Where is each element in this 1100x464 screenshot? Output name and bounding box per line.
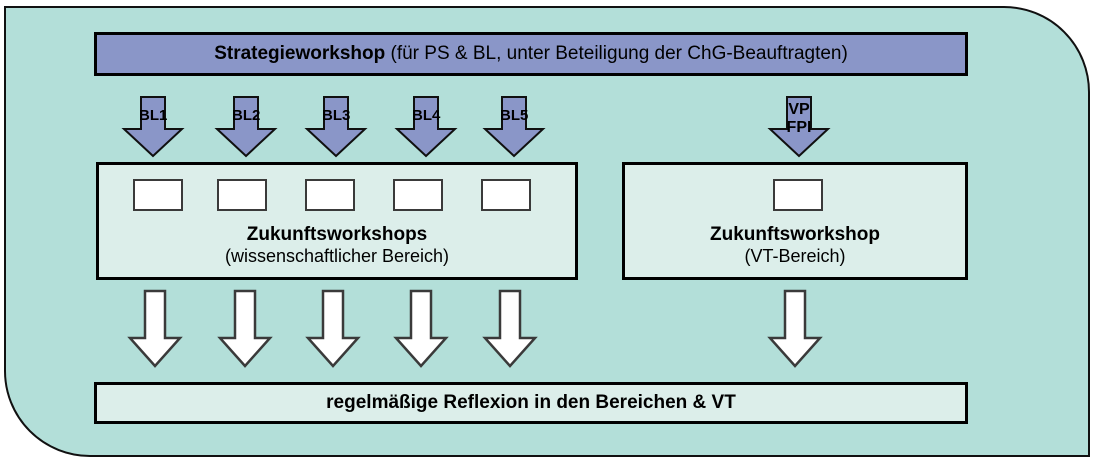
zukunftsworkshops-wissenschaftlicher-bereich-box: Zukunftsworkshops (wissenschaftlicher Be… [96, 162, 578, 280]
arrow-reflection-1 [127, 289, 183, 368]
arrow-reflection-vt [767, 289, 823, 368]
zukunftsworkshop-vt-bereich-box: Zukunftsworkshop (VT-Bereich) [622, 162, 968, 280]
workshop-card-3 [305, 179, 355, 211]
vt-workshop-card-1 [773, 179, 823, 211]
left-workshop-caption: Zukunftsworkshops (wissenschaftlicher Be… [99, 223, 575, 268]
arrow-bl2: BL2 [214, 96, 278, 158]
arrow-bl1: BL1 [121, 96, 185, 158]
arrow-bl5: BL5 [482, 96, 546, 158]
strategieworkshop-label: Strategieworkshop (für PS & BL, unter Be… [214, 43, 848, 65]
arrow-bl3: BL3 [304, 96, 368, 158]
arrow-reflection-3 [305, 289, 361, 368]
arrow-reflection-4 [393, 289, 449, 368]
workshop-card-5 [481, 179, 531, 211]
left-workshop-title: Zukunftsworkshops [246, 224, 428, 245]
left-workshop-subtitle: (wissenschaftlicher Bereich) [224, 246, 450, 267]
right-workshop-subtitle: (VT-Bereich) [744, 246, 846, 267]
arrow-reflection-2 [217, 289, 273, 368]
right-workshop-caption: Zukunftsworkshop (VT-Bereich) [625, 223, 965, 268]
arrow-reflection-5 [482, 289, 538, 368]
arrow-vp-fpi: VP FPI [767, 96, 831, 158]
strategieworkshop-label-bold: Strategieworkshop [214, 43, 386, 64]
workshop-card-4 [393, 179, 443, 211]
strategieworkshop-bar: Strategieworkshop (für PS & BL, unter Be… [94, 32, 968, 76]
workshop-card-2 [217, 179, 267, 211]
right-workshop-title: Zukunftsworkshop [710, 224, 880, 245]
arrow-bl4: BL4 [394, 96, 458, 158]
workshop-card-1 [133, 179, 183, 211]
reflexion-label: regelmäßige Reflexion in den Bereichen &… [326, 392, 736, 413]
reflexion-bar: regelmäßige Reflexion in den Bereichen &… [94, 382, 968, 424]
strategieworkshop-label-rest: (für PS & BL, unter Beteiligung der ChG-… [385, 43, 848, 64]
